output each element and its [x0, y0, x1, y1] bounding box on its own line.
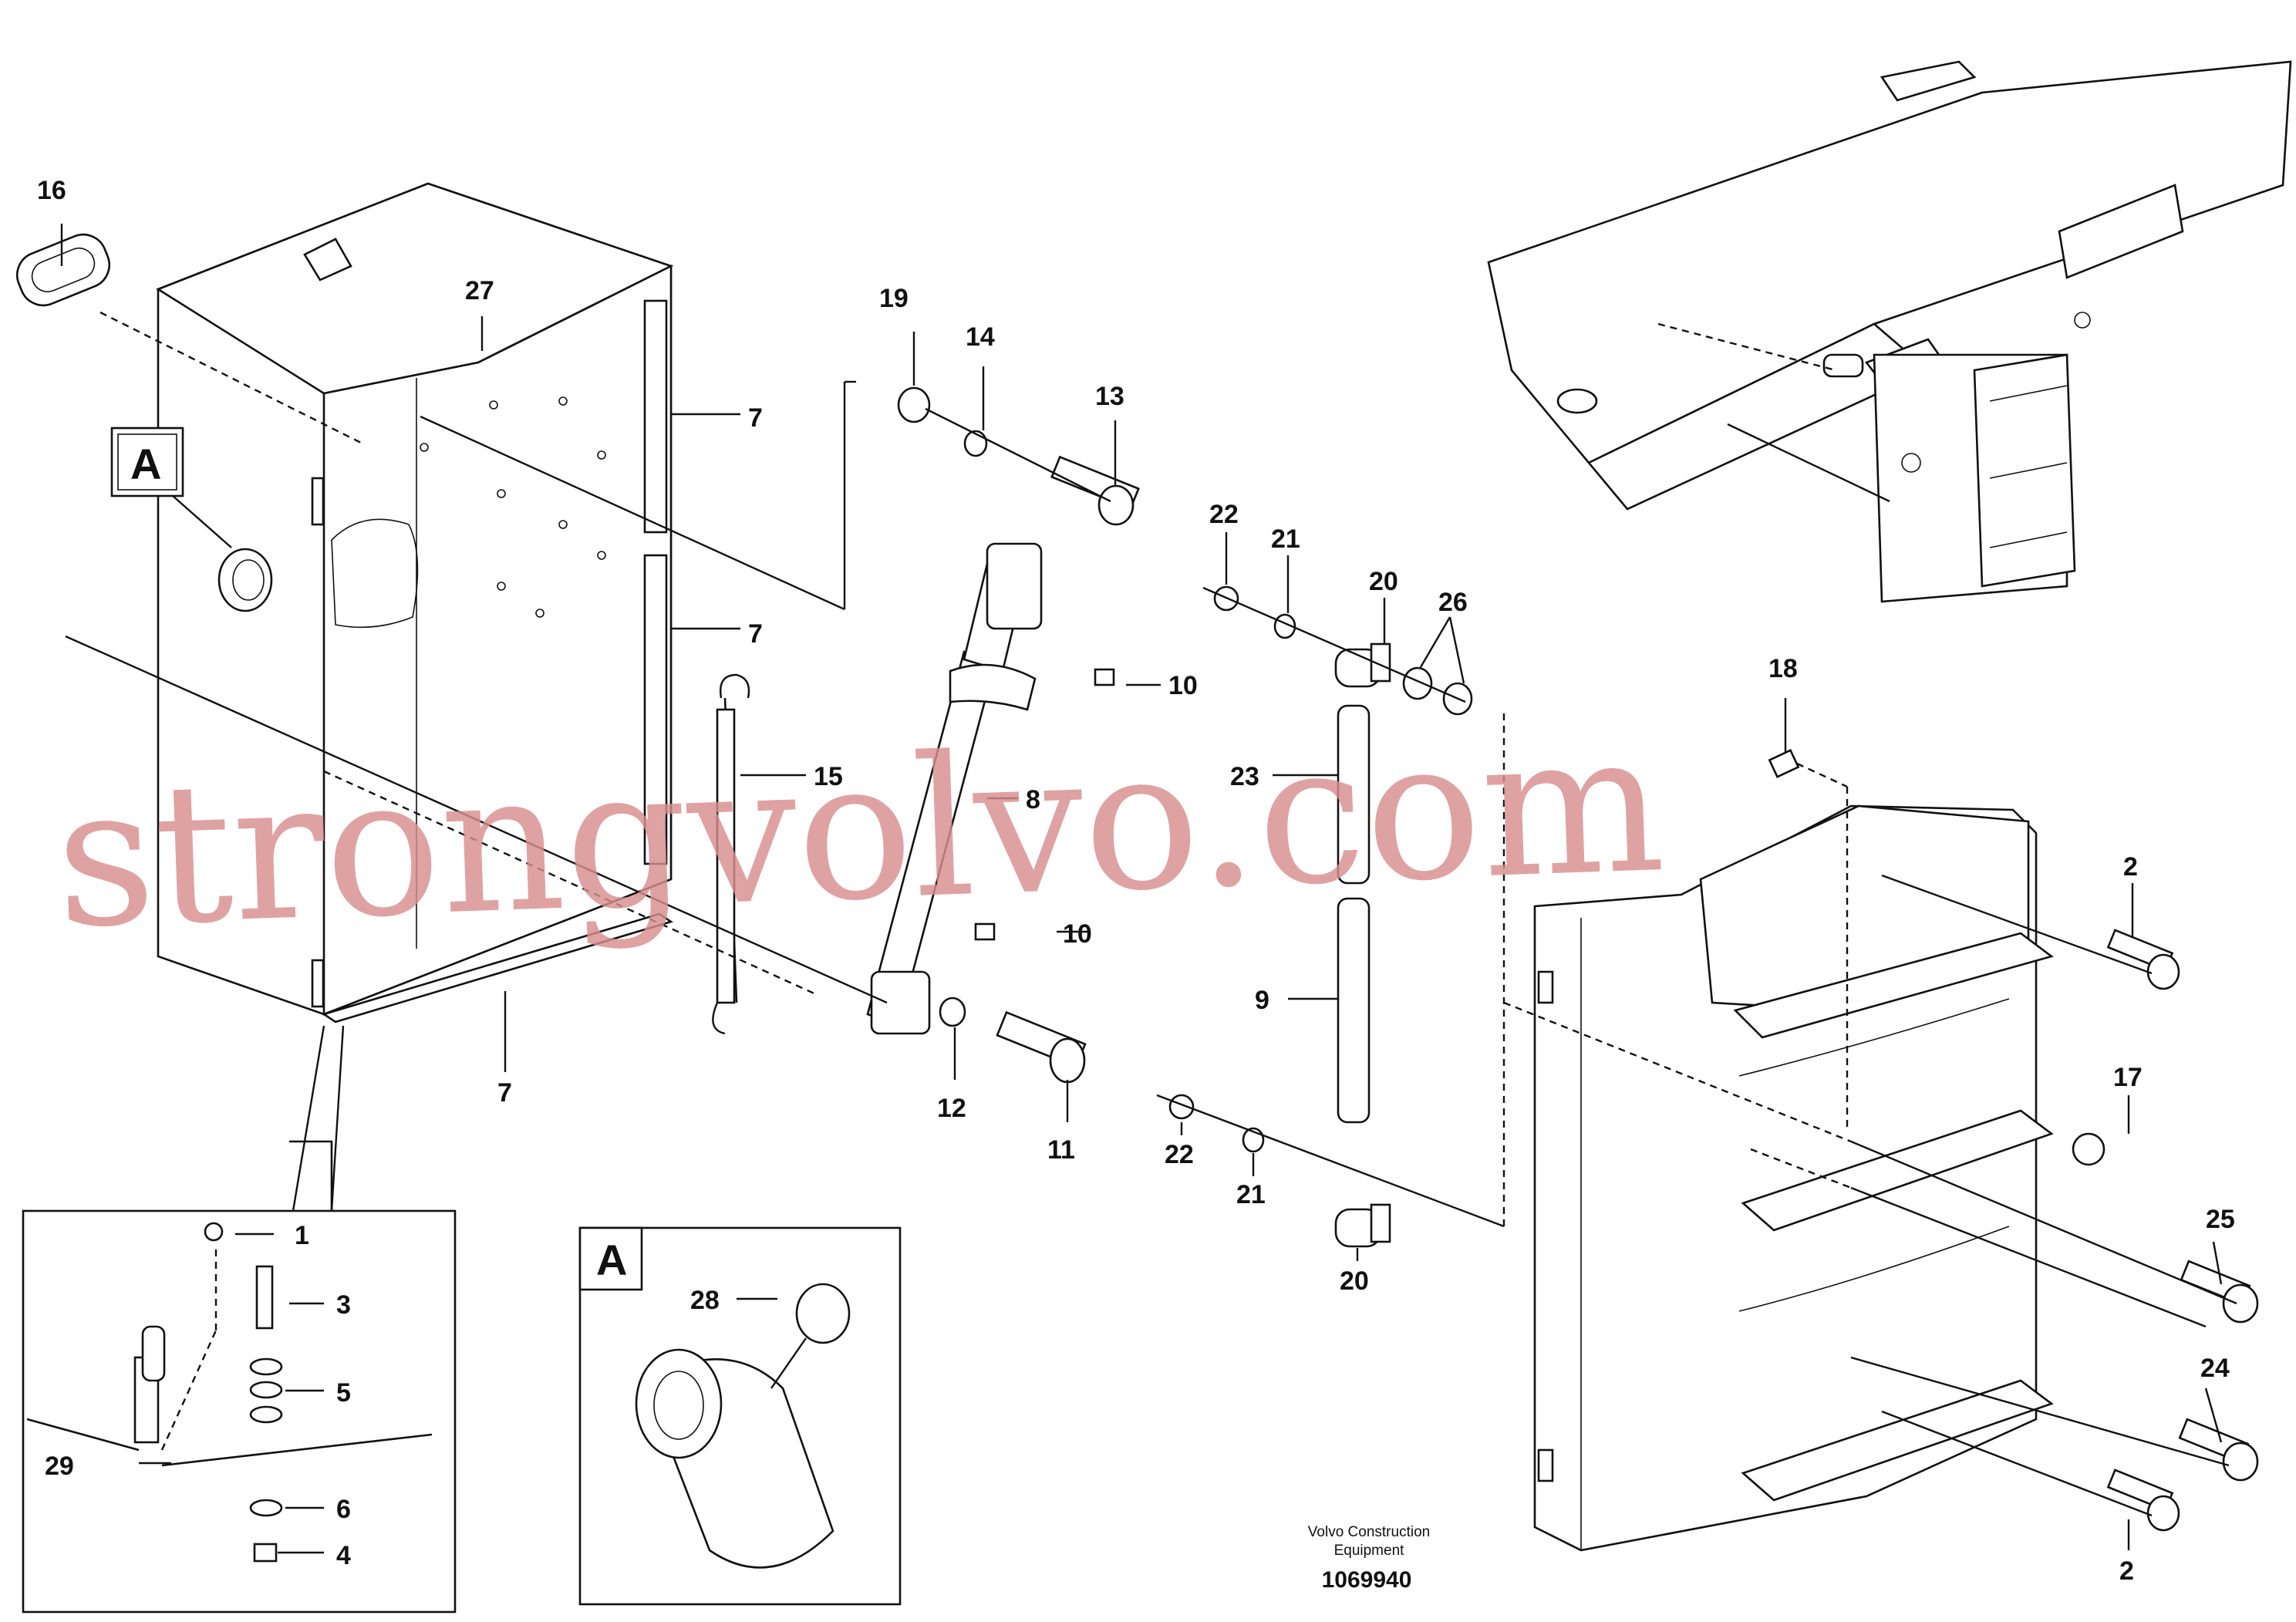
- gas-strut-8: [866, 542, 1043, 1035]
- callout-20-lower: 20: [1340, 1266, 1369, 1296]
- bolts: [996, 455, 2259, 1532]
- leader-lines: [60, 224, 2237, 1554]
- detail-marker-main: A: [110, 427, 184, 497]
- seal-ring-16: [16, 233, 110, 307]
- step-ladder: [1533, 804, 2054, 1552]
- callout-11: 11: [1047, 1135, 1075, 1165]
- callout-labels: 16 27 7 7 7 19 14 13 22 21 20 26 10 15 8…: [37, 176, 2235, 1586]
- callout-26: 26: [1438, 588, 1468, 617]
- footer: Volvo Construction Equipment 1069940: [1308, 1524, 1430, 1593]
- callout-7-middle: 7: [748, 619, 763, 649]
- pins-23-9: [1337, 704, 1371, 1124]
- callout-20-upper: 20: [1369, 567, 1398, 596]
- callout-13: 13: [1095, 382, 1124, 411]
- callout-6: 6: [336, 1495, 351, 1524]
- callout-16: 16: [37, 176, 66, 205]
- callout-15: 15: [814, 762, 843, 791]
- callout-23: 23: [1230, 762, 1259, 791]
- callout-22-lower: 22: [1165, 1140, 1194, 1169]
- callout-17: 17: [2113, 1063, 2143, 1092]
- callout-7-upper: 7: [748, 403, 763, 433]
- detail-marker-label-main: A: [130, 440, 161, 488]
- machine-frame: [1487, 60, 2292, 603]
- callout-2-upper: 2: [2123, 852, 2138, 882]
- callout-18: 18: [1768, 654, 1798, 683]
- callout-5: 5: [336, 1378, 351, 1408]
- callout-3: 3: [336, 1290, 351, 1320]
- callout-2-lower: 2: [2119, 1556, 2134, 1586]
- callout-14: 14: [966, 322, 995, 352]
- callout-10-lower: 10: [1063, 919, 1092, 949]
- callout-10-upper: 10: [1168, 671, 1198, 700]
- callout-28: 28: [690, 1286, 720, 1315]
- callout-21-lower: 21: [1236, 1180, 1266, 1209]
- callout-7-bottom: 7: [497, 1078, 512, 1108]
- clamp-20-upper: [1334, 642, 1391, 688]
- footer-line-2: Equipment: [1334, 1543, 1405, 1559]
- callout-22-upper: 22: [1209, 500, 1239, 529]
- callout-8: 8: [1026, 785, 1040, 814]
- detail-box-hinge: [22, 1025, 457, 1614]
- callout-25: 25: [2206, 1205, 2235, 1234]
- detail-marker-label-box: A: [596, 1236, 627, 1284]
- callout-27: 27: [465, 276, 494, 305]
- housing-box: [156, 182, 674, 1023]
- callout-19: 19: [879, 284, 909, 313]
- callout-29: 29: [45, 1452, 74, 1481]
- clamp-20-lower: [1334, 1203, 1391, 1248]
- callout-21-upper: 21: [1271, 524, 1300, 554]
- detail-box-a: [578, 1226, 902, 1606]
- callout-12: 12: [937, 1094, 966, 1123]
- footer-line-1: Volvo Construction: [1308, 1524, 1430, 1540]
- callout-24: 24: [2200, 1354, 2230, 1383]
- detail-marker-box: A: [596, 1236, 627, 1284]
- drawing-number: 1069940: [1322, 1567, 1412, 1593]
- callout-1: 1: [295, 1221, 309, 1250]
- callout-4: 4: [336, 1541, 351, 1570]
- callout-9: 9: [1255, 986, 1269, 1015]
